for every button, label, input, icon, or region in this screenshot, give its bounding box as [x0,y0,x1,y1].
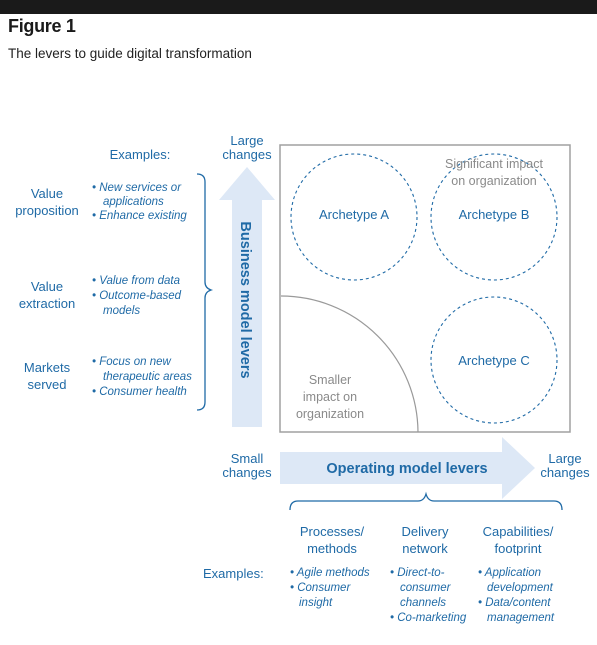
left-examples-label: Examples: [110,147,171,162]
group-label-markets-served-2: served [27,377,66,392]
group-bullet: • Enhance existing [92,210,187,222]
column-bullet: insight [299,597,333,609]
operating-model-arrow [280,437,535,499]
column-bullet: • Data/content [478,597,551,609]
horizontal-right-label-2: changes [540,465,590,480]
top-bar [0,0,597,14]
smaller-impact-label-2: impact on [303,390,357,404]
group-bullet: • Focus on new [92,356,172,368]
archetype-a-label: Archetype A [319,207,389,222]
vertical-top-label-1: Large [230,133,263,148]
vertical-bottom-label-1: Small [231,451,264,466]
group-label-value-proposition-2: proposition [15,203,79,218]
column-bullet: • Consumer [290,582,351,594]
bottom-examples-label: Examples: [203,566,264,581]
column-bullet: development [487,582,554,594]
column-bullet: consumer [400,582,452,594]
archetype-b-circle [430,153,558,281]
archetype-b-label: Archetype B [459,207,530,222]
bottom-brace [289,491,563,511]
group-label-markets-served-1: Markets [24,360,71,375]
left-brace [196,173,214,411]
archetype-c-circle [430,296,558,424]
column-header-processes-1: Processes/ [300,524,365,539]
column-bullet: management [487,612,555,624]
group-bullet: • New services or [92,182,182,194]
significant-impact-label-1: Significant impact [445,157,543,171]
column-header-capabilities-2: footprint [495,541,542,556]
group-bullet: therapeutic areas [103,371,192,383]
vertical-top-label-2: changes [222,147,272,162]
significant-impact-label-2: on organization [451,174,537,188]
vertical-bottom-label-2: changes [222,465,272,480]
group-bullet: • Outcome-based [92,290,182,302]
group-label-value-proposition-1: Value [31,186,63,201]
group-bullet: models [103,305,140,317]
group-label-value-extraction-2: extraction [19,296,75,311]
column-bullet: • Application [478,567,541,579]
figure-subtitle: The levers to guide digital transformati… [8,46,252,61]
smaller-impact-label-1: Smaller [309,373,351,387]
figure-title: Figure 1 [8,16,76,36]
business-model-levers-label: Business model levers [237,221,253,378]
column-bullet: • Co-marketing [390,612,467,624]
column-bullet: • Direct-to- [390,567,445,579]
group-bullet: • Value from data [92,275,180,287]
smaller-impact-arc [280,295,419,433]
smaller-impact-label-3: organization [296,407,364,421]
group-bullet: • Consumer health [92,386,187,398]
column-bullet: • Agile methods [290,567,370,579]
column-header-processes-2: methods [307,541,357,556]
column-header-delivery-1: Delivery [402,524,449,539]
column-bullet: channels [400,597,446,609]
horizontal-right-label-1: Large [548,451,581,466]
archetype-c-label: Archetype C [458,353,530,368]
matrix-frame [279,144,571,433]
column-header-delivery-2: network [402,541,448,556]
archetype-a-circle [290,153,418,281]
business-model-arrow [219,167,275,427]
operating-model-levers-label: Operating model levers [326,461,487,477]
column-header-capabilities-1: Capabilities/ [483,524,554,539]
group-bullet: applications [103,196,164,208]
group-label-value-extraction-1: Value [31,279,63,294]
